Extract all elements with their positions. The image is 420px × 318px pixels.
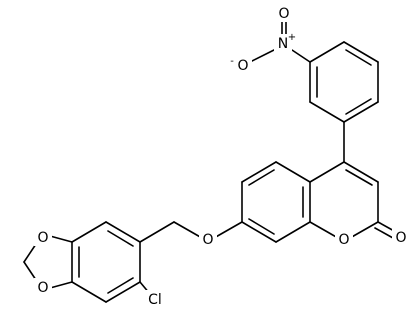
bond-layer [23,19,397,303]
bond-bzd-5-inner [107,277,134,294]
label-layer: N + O O - O O O O O Cl [34,4,410,308]
bond-bzd-1-inner [107,230,134,247]
bond-nitro-n-o-left [249,49,275,63]
nitro-o-left-label: O [237,58,248,74]
bond-c8-c8a [275,221,311,243]
bond-c4-c3 [343,161,379,183]
chlorine-label: Cl [148,292,162,308]
bond-ether-o-ch2 [173,221,203,239]
bond-dioxole-ch2-top [23,243,37,263]
bond-c5-c6-inner [248,169,275,186]
bond-phenyl-2 [343,41,379,63]
bond-c4-c3-inner [345,169,373,186]
ether-o-label: O [202,232,213,248]
dioxole-o-top-label: O [37,230,48,246]
bond-phenyl-4-inner [345,98,372,115]
bond-dioxole-o-bottom-c [49,281,73,289]
bond-nitro-n-ring [291,49,311,63]
bond-bzd-5 [105,281,141,303]
bond-o1-c8a [309,221,339,239]
bond-c2-carbonyl-double [374,227,394,239]
bond-dioxole-ch2-bottom [23,261,37,281]
bond-phenyl-1 [309,41,345,63]
bond-c4a-c5 [275,161,311,183]
nitro-n-label: N [278,36,288,52]
bond-bzd-4 [71,281,107,303]
carbonyl-o-label: O [395,230,406,246]
nitro-n-charge: + [288,32,296,43]
dioxole-o-bottom-label: O [37,280,48,296]
bond-dioxole-o-top-c [49,235,73,243]
bond-c7-c8 [241,221,277,243]
bond-c5-c6 [241,161,277,183]
bond-c7-c8-inner [248,218,275,235]
bond-phenyl-4 [343,101,379,123]
bond-phenyl-5 [309,101,345,123]
bond-c7-ether-o [213,221,243,239]
bond-bzd-2 [71,221,107,243]
bond-c2-o1 [349,221,379,239]
bond-ch2-aryl [139,221,175,243]
nitro-o-top-label: O [278,6,289,22]
ring-o-label: O [338,232,349,248]
bond-bzd-1 [105,221,141,243]
bond-c4a-c4 [309,161,345,183]
nitro-o-left-charge: - [230,56,234,67]
bond-phenyl-2-inner [345,49,372,66]
